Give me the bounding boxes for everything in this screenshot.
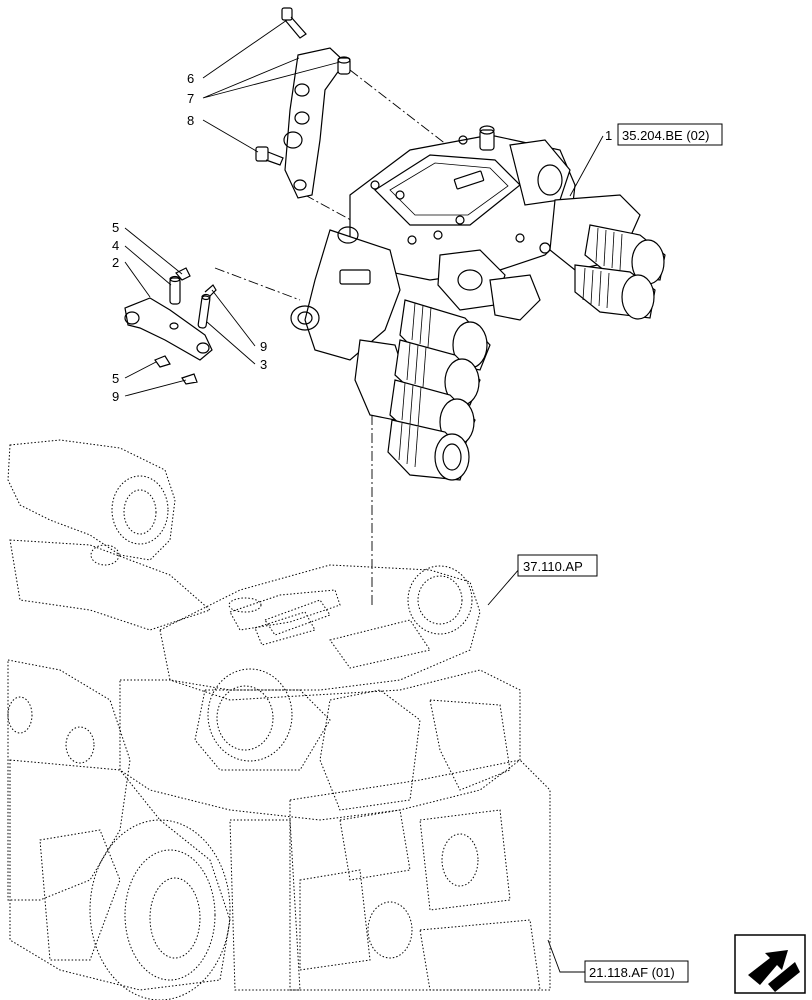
callout-1: 1 — [605, 128, 612, 143]
reference-valve-text: 35.204.BE (02) — [622, 128, 709, 143]
coupler-stack-4 — [387, 419, 470, 481]
leader-lines — [124, 19, 604, 973]
callout-5: 5 — [112, 220, 119, 235]
callout-2: 2 — [112, 255, 119, 270]
callout-7: 7 — [187, 91, 194, 106]
coupler-right-upper — [584, 224, 666, 285]
callout-4: 4 — [112, 238, 119, 253]
mounting-bracket — [255, 7, 351, 199]
reference-engine-box[interactable]: 21.118.AF (01) — [584, 960, 689, 983]
callout-9: 9 — [260, 339, 267, 354]
reference-housing-text: 37.110.AP — [523, 559, 583, 574]
coupler-right-lower — [574, 264, 656, 320]
engine-block-phantom — [7, 439, 551, 1000]
callout-8: 8 — [187, 113, 194, 128]
control-valve-assembly — [290, 125, 666, 481]
reference-engine-text: 21.118.AF (01) — [589, 965, 675, 980]
assembly-chain-lines — [214, 69, 461, 605]
reference-valve-box[interactable]: 35.204.BE (02) — [617, 123, 723, 146]
reference-housing-box[interactable]: 37.110.AP — [517, 554, 598, 577]
callout-5-lower: 5 — [112, 371, 119, 386]
linkage-parts — [124, 267, 217, 385]
callout-labels: 6 7 8 1 5 4 2 9 3 5 9 — [112, 71, 612, 404]
callout-9-lower: 9 — [112, 389, 119, 404]
next-page-arrow-icon[interactable] — [734, 934, 806, 994]
callout-3: 3 — [260, 357, 267, 372]
callout-6: 6 — [187, 71, 194, 86]
